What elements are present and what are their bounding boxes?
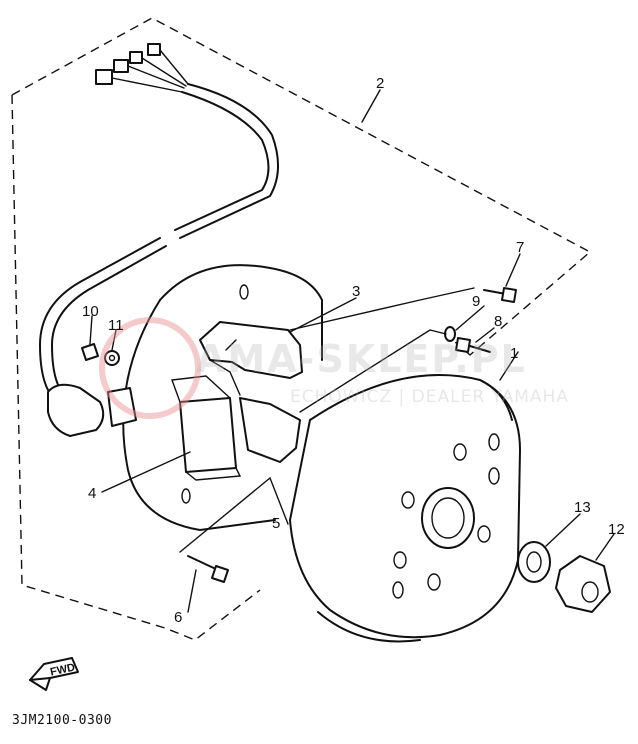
bolt-7 xyxy=(483,287,517,303)
connector-terminal xyxy=(95,69,113,85)
rotor-hole xyxy=(427,573,441,591)
washer-13 xyxy=(517,541,551,583)
screw-10 xyxy=(81,343,99,361)
wire-grommet xyxy=(47,383,105,437)
rotor-hub xyxy=(421,487,475,549)
rotor-hole xyxy=(488,467,500,485)
watermark-sub-text: ECHOWICZ | DEALER YAMAHA xyxy=(290,387,569,407)
callout-12: 12 xyxy=(608,521,625,538)
callout-6: 6 xyxy=(174,609,182,626)
rotor-hole xyxy=(401,491,415,509)
rotor-hole xyxy=(453,443,467,461)
assembly-boundary-dashed xyxy=(11,17,592,641)
flywheel-rotor xyxy=(289,374,521,643)
callout-2: 2 xyxy=(376,75,384,92)
rotor-hole xyxy=(477,525,491,543)
fwd-label: FWD xyxy=(49,662,76,679)
washer-11 xyxy=(104,350,120,366)
rotor-hole xyxy=(393,551,407,569)
callout-8: 8 xyxy=(494,313,502,330)
rotor-hole xyxy=(392,581,404,599)
charging-coil xyxy=(179,397,237,473)
callout-1: 1 xyxy=(510,345,518,362)
connector-terminal xyxy=(129,51,143,64)
callout-4: 4 xyxy=(88,485,96,502)
wire-clip xyxy=(107,387,137,427)
callout-7: 7 xyxy=(516,239,524,256)
callout-3: 3 xyxy=(352,283,360,300)
rotor-hole xyxy=(488,433,500,451)
screw-6 xyxy=(187,555,229,583)
connector-terminal xyxy=(147,43,161,56)
callout-9: 9 xyxy=(472,293,480,310)
connector-terminal xyxy=(113,59,129,73)
leader-lines xyxy=(89,89,615,613)
fwd-arrow-badge: FWD xyxy=(29,657,79,691)
callout-5: 5 xyxy=(272,515,280,532)
callout-11: 11 xyxy=(108,317,124,334)
reference-code: 3JM2100-0300 xyxy=(12,713,112,728)
watermark-main-text: AMA-SKLEP.PL xyxy=(196,337,527,381)
callout-10: 10 xyxy=(82,303,99,320)
nut-12 xyxy=(555,555,611,613)
stator-base-plate xyxy=(122,264,323,531)
watermark-logo-ring xyxy=(99,317,201,419)
watermark: AMA-SKLEP.PL ECHOWICZ | DEALER YAMAHA xyxy=(99,317,569,419)
wire-harness xyxy=(39,43,280,437)
bolt-8 xyxy=(455,337,491,353)
callout-13: 13 xyxy=(574,499,591,516)
source-coil-bracket xyxy=(239,397,301,463)
pickup-coil xyxy=(199,321,303,379)
